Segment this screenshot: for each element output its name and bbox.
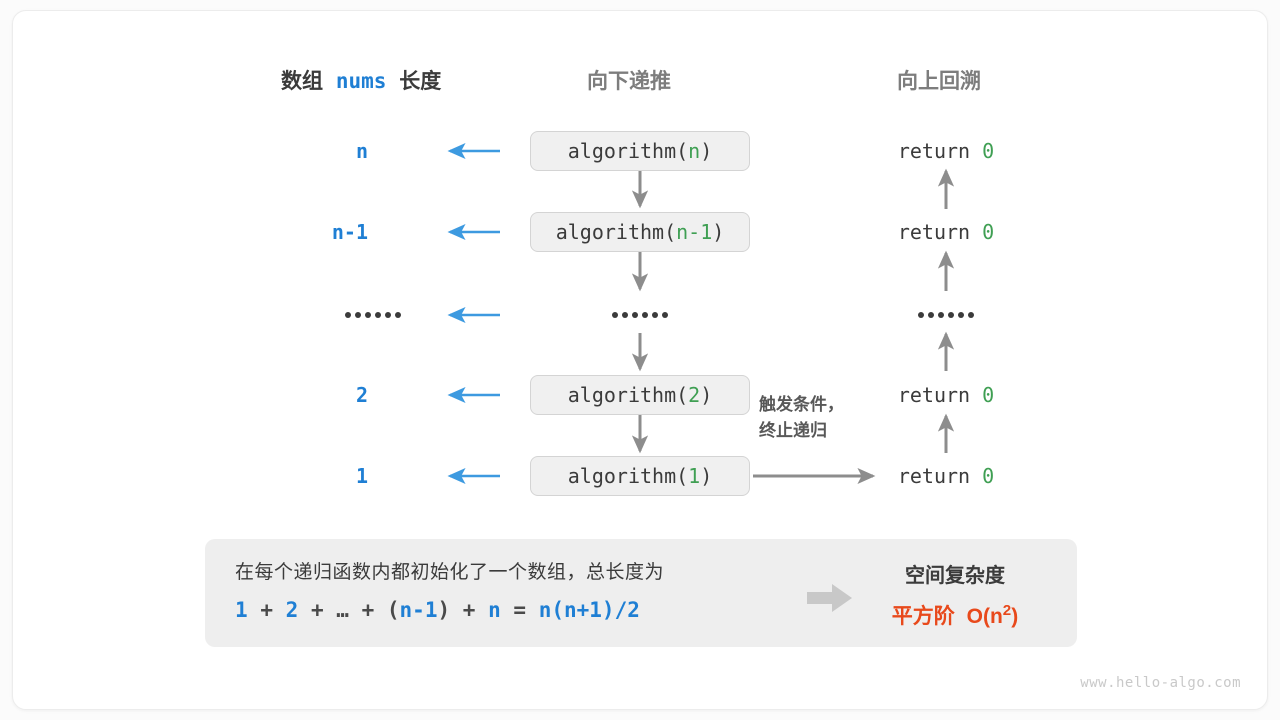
formula-op-4: + [462, 598, 476, 622]
call-prefix-row-4: algorithm( [567, 464, 689, 488]
formula-term-2: 2 [285, 598, 299, 622]
call-arg-row-3: 2 [688, 383, 701, 407]
formula-op-3: + [361, 598, 375, 622]
watermark: www.hello-algo.com [1080, 675, 1241, 691]
return-keyword-row-1: return [897, 220, 971, 244]
call-box-row-4: algorithm(1) [530, 456, 750, 496]
call-suffix-row-0: ) [700, 139, 713, 163]
complexity-label: 平方阶 [891, 605, 955, 628]
formula-op-2: + [310, 598, 324, 622]
summary-title: 空间复杂度 [905, 565, 1005, 587]
header-array-length: 数组 nums 长度 [281, 65, 441, 95]
length-label-row-1: n-1 [331, 220, 368, 244]
return-label-row-4: return 0 [898, 464, 994, 488]
summary-formula: 1 + 2 + … + (n-1) + n = n(n+1)/2 [235, 598, 825, 622]
formula-term-1: 1 [235, 598, 248, 622]
call-prefix-row-3: algorithm( [567, 383, 689, 407]
return-value-row-1: 0 [982, 220, 995, 244]
formula-term-4: n-1 [399, 598, 438, 622]
call-box-row-1: algorithm(n-1) [530, 212, 750, 252]
formula-paren-close: ) [437, 598, 451, 622]
call-arg-row-4: 1 [688, 464, 701, 488]
call-suffix-row-3: ) [700, 383, 713, 407]
formula-paren-open: ( [386, 598, 400, 622]
formula-term-3: … [336, 598, 349, 622]
formula-result: n(n+1)/2 [538, 598, 640, 622]
complexity-expr-close: ) [1011, 605, 1019, 628]
summary-complexity-value: 平方阶 O(n2) [855, 600, 1055, 630]
complexity-exponent: 2 [1002, 602, 1012, 619]
ellipsis-middle [612, 312, 668, 318]
header-array-prefix: 数组 [281, 70, 323, 93]
summary-left: 在每个递归函数内都初始化了一个数组，总长度为 1 + 2 + … + (n-1)… [235, 557, 825, 622]
call-box-row-3: algorithm(2) [530, 375, 750, 415]
summary-panel: 在每个递归函数内都初始化了一个数组，总长度为 1 + 2 + … + (n-1)… [205, 539, 1077, 647]
ellipsis-right [918, 312, 974, 318]
return-value-row-0: 0 [982, 139, 995, 163]
call-prefix-row-0: algorithm( [567, 139, 689, 163]
formula-equals: = [513, 598, 527, 622]
summary-right: 空间复杂度 平方阶 O(n2) [855, 559, 1055, 630]
call-box-row-0: algorithm(n) [530, 131, 750, 171]
return-keyword-row-3: return [897, 383, 971, 407]
ellipsis-left [345, 312, 401, 318]
termination-note: 触发条件， 终止递归 [759, 392, 844, 445]
call-suffix-row-1: ) [712, 220, 725, 244]
summary-description: 在每个递归函数内都初始化了一个数组，总长度为 [235, 562, 665, 583]
return-label-row-0: return 0 [898, 139, 994, 163]
call-arg-row-1: n-1 [676, 220, 713, 244]
termination-note-line-1: 触发条件， [759, 395, 844, 414]
formula-op-1: + [260, 598, 273, 622]
return-label-row-1: return 0 [898, 220, 994, 244]
return-keyword-row-0: return [897, 139, 971, 163]
complexity-expr: O(n [966, 605, 1003, 628]
length-label-row-0: n [355, 139, 368, 163]
diagram-card: 数组 nums 长度 向下递推 向上回溯 n algorithm(n) retu… [12, 10, 1268, 710]
header-array-suffix: 长度 [399, 70, 442, 93]
return-label-row-3: return 0 [898, 383, 994, 407]
blue-feed-arrows [447, 142, 500, 485]
length-label-row-3: 2 [355, 383, 368, 407]
return-value-row-3: 0 [982, 383, 995, 407]
length-label-row-4: 1 [355, 464, 368, 488]
call-suffix-row-4: ) [700, 464, 713, 488]
return-value-row-4: 0 [982, 464, 995, 488]
call-prefix-row-1: algorithm( [555, 220, 677, 244]
header-array-code: nums [335, 69, 387, 93]
termination-note-line-2: 终止递归 [759, 421, 827, 441]
header-descend: 向下递推 [587, 70, 671, 93]
formula-term-5: n [488, 598, 501, 622]
call-arg-row-0: n [688, 139, 701, 163]
return-keyword-row-4: return [897, 464, 971, 488]
header-backtrack: 向上回溯 [897, 70, 981, 93]
result-block-arrow-icon [807, 584, 852, 612]
